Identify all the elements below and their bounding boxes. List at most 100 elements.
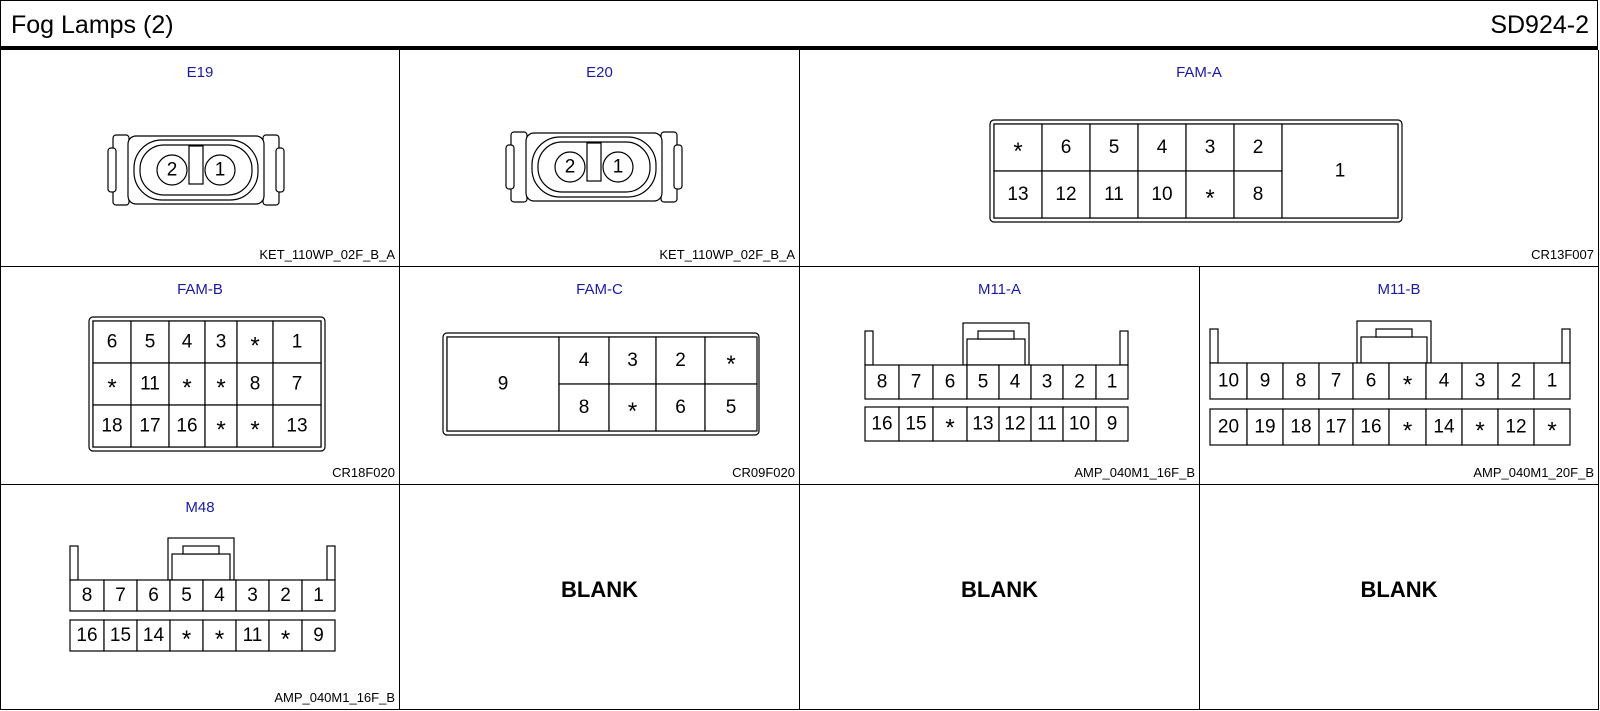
connector-part-number: CR18F020 [332, 465, 395, 480]
pin-cell [898, 406, 934, 442]
pin-label: 1 [215, 160, 226, 181]
pin-label: 2 [1253, 137, 1264, 158]
pin-cell [1388, 362, 1427, 400]
pin-label: 3 [247, 585, 258, 606]
pin-cell [130, 320, 170, 364]
pin-cell [998, 364, 1032, 400]
pin-cell [236, 362, 274, 406]
pin-cell [1185, 123, 1235, 172]
pin-label: 16 [76, 625, 97, 646]
connector-part-number: AMP_040M1_16F_B [274, 690, 395, 705]
pin-cell [864, 364, 900, 400]
connector-part-number: KET_110WP_02F_B_A [659, 247, 795, 262]
pin-label: 14 [1433, 417, 1455, 438]
pin-cell [92, 404, 132, 448]
pin-cell [103, 579, 138, 612]
blank-cell-2: BLANK [800, 485, 1200, 710]
blank-label: BLANK [961, 577, 1038, 602]
connector-name: FAM-C [576, 281, 623, 298]
pin-cell [1425, 362, 1463, 400]
pin-cell [932, 364, 968, 400]
side-post [864, 330, 874, 366]
pin-cell [608, 383, 657, 432]
pin-label: 11 [1104, 184, 1124, 205]
blank-cell-1: BLANK [400, 485, 800, 710]
connector-name: E20 [586, 64, 613, 81]
pin-label: * [250, 417, 259, 444]
pin-label: 6 [675, 397, 686, 418]
connector-lock-inner [1360, 336, 1428, 364]
pin-cell [1352, 408, 1390, 446]
pin-label: 15 [110, 625, 131, 646]
pin-label: 10 [1218, 371, 1239, 392]
pin-cell [272, 362, 322, 406]
pin-cell [655, 383, 706, 432]
connector-part-number: AMP_040M1_20F_B [1473, 465, 1594, 480]
pin-label: 8 [1296, 371, 1307, 392]
pin-label: 2 [167, 160, 178, 181]
pin-label: 2 [675, 350, 686, 371]
pin-label: 6 [107, 332, 118, 353]
pin-cell [655, 336, 706, 385]
latch-tab [275, 147, 285, 193]
connector-part-number: CR09F020 [732, 465, 795, 480]
connector-name: FAM-B [177, 281, 223, 298]
pin-label: * [1205, 185, 1214, 212]
center-key [188, 145, 204, 185]
pin-cell [301, 619, 336, 652]
pin-circle [156, 154, 188, 186]
pin-cell [1209, 408, 1248, 446]
pin-cell [1095, 406, 1129, 442]
pin-cell [608, 336, 657, 385]
connector-lock-tab [1375, 328, 1413, 338]
pin-cell [268, 579, 303, 612]
pin-label: 8 [579, 397, 590, 418]
pin-cell [1388, 408, 1427, 446]
connector-name: M48 [185, 499, 215, 516]
pin-cell [92, 362, 132, 406]
pin-label: 4 [579, 350, 590, 371]
page-title: Fog Lamps (2) [11, 11, 174, 39]
blank-label: BLANK [561, 577, 638, 602]
side-post [1209, 328, 1219, 364]
pin-label: 1 [1547, 371, 1558, 392]
pin-cell [202, 619, 237, 652]
pin-label: * [628, 398, 637, 425]
pin-cell [704, 383, 758, 432]
side-post [1119, 330, 1129, 366]
pin-cell [1246, 408, 1284, 446]
pin-circle [602, 151, 634, 183]
pin-label: 3 [1042, 372, 1053, 393]
pin-label: 18 [101, 416, 122, 437]
center-key [586, 142, 602, 182]
pin-label: 1 [1107, 372, 1118, 393]
connector-name: FAM-A [1176, 64, 1222, 81]
pin-label: 19 [1254, 417, 1275, 438]
pin-label: * [726, 351, 735, 378]
pin-cell [1137, 123, 1187, 172]
pin-cell [1062, 364, 1097, 400]
pin-label: * [182, 626, 191, 653]
connector-lock-tab [182, 545, 220, 555]
pin-cell [236, 404, 274, 448]
pin-label: * [1013, 138, 1022, 165]
pin-circle [554, 151, 586, 183]
pin-cell [1233, 170, 1283, 219]
latch-tab [505, 144, 515, 190]
pin-label: * [216, 417, 225, 444]
pin-cell [1089, 170, 1139, 219]
pin-label: 5 [145, 332, 156, 353]
pin-label: 7 [292, 374, 303, 395]
pin-cell [704, 336, 758, 385]
pin-label: 6 [945, 372, 956, 393]
pin-cell [993, 123, 1043, 172]
